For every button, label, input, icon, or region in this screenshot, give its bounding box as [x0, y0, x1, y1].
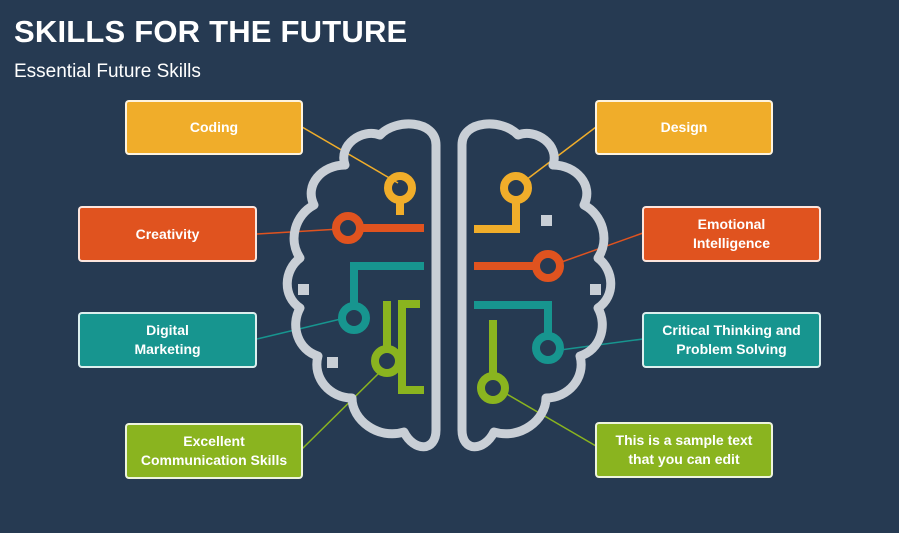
brain-outline [282, 119, 616, 452]
connector-coding [301, 126, 399, 184]
skill-label-critical-thinking: Critical Thinking and Problem Solving [662, 322, 801, 357]
page-subtitle: Essential Future Skills [14, 61, 201, 82]
circuit-digital-marketing [338, 262, 424, 334]
circuit-critical-thinking [474, 301, 564, 364]
skill-label-coding: Coding [189, 119, 239, 135]
skill-box-sample-text[interactable]: This is a sample text that you can edit [595, 422, 773, 478]
connector-design [521, 126, 597, 184]
connector-communication [301, 371, 381, 450]
skill-box-design[interactable]: Design [595, 100, 773, 155]
skill-box-emotional-intelligence[interactable]: Emotional Intelligence [642, 206, 821, 262]
skill-label-design: Design [660, 119, 708, 135]
page-title: SKILLS FOR THE FUTURE [14, 14, 408, 49]
dot-right-2 [590, 284, 601, 295]
dot-left-1 [298, 284, 309, 295]
circuit-emotional-intelligence [474, 250, 564, 282]
brain-left-hemisphere [282, 119, 441, 452]
skill-label-sample-text: This is a sample text that you can edit [615, 432, 753, 467]
skill-label-emotional-intelligence: Emotional Intelligence [692, 216, 771, 251]
skill-box-communication[interactable]: Excellent Communication Skills [125, 423, 303, 479]
connector-digital-marketing [256, 317, 346, 340]
skill-box-critical-thinking[interactable]: Critical Thinking and Problem Solving [642, 312, 821, 368]
circuit-sample-text [477, 320, 509, 404]
circuit-coding [384, 172, 416, 215]
skill-box-digital-marketing[interactable]: Digital Marketing [78, 312, 257, 368]
circuit-design [474, 172, 532, 233]
skill-label-digital-marketing: Digital Marketing [134, 322, 201, 357]
circuit-creativity [332, 212, 424, 244]
skill-box-coding[interactable]: Coding [125, 100, 303, 155]
brain-right-hemisphere [457, 119, 616, 452]
skill-box-creativity[interactable]: Creativity [78, 206, 257, 262]
connector-sample-text [504, 392, 597, 447]
skill-label-communication: Excellent Communication Skills [140, 433, 288, 468]
dot-left-2 [327, 357, 338, 368]
dot-right-1 [541, 215, 552, 226]
skill-label-creativity: Creativity [135, 225, 200, 242]
circuit-communication [371, 300, 424, 394]
brain-dots [298, 215, 601, 368]
